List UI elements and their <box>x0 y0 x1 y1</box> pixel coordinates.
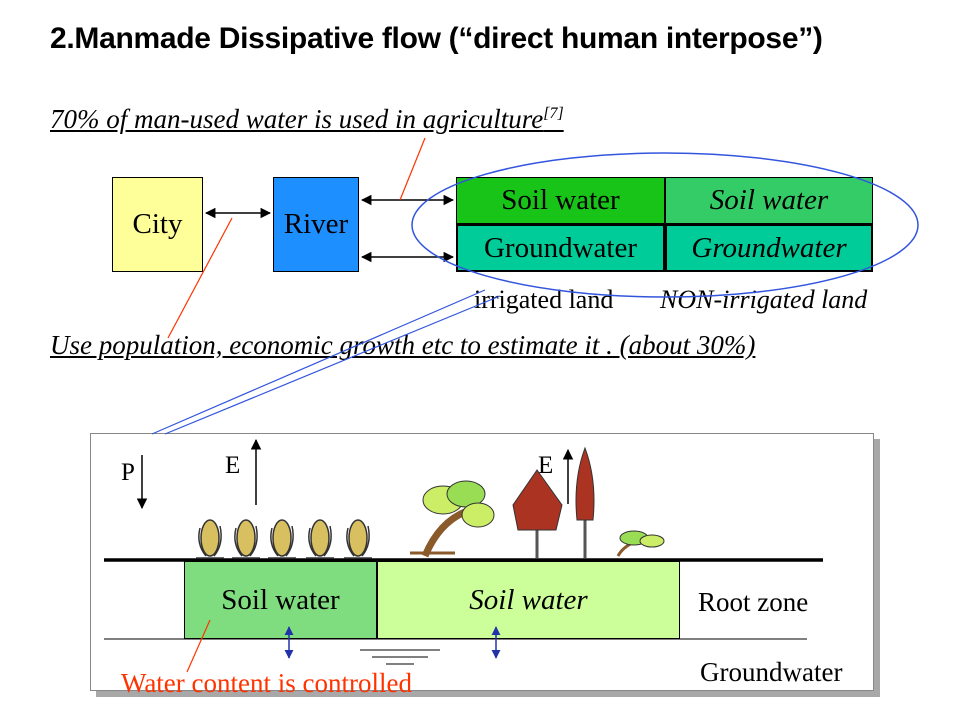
estimate-statement: Use population, economic growth etc to e… <box>50 330 756 360</box>
water-content-note: Water content is controlled <box>121 668 412 698</box>
non-irrigated-land-label: NON-irrigated land <box>660 285 868 314</box>
citation-ref: [7] <box>543 105 564 122</box>
zoom-callout-line-2 <box>164 295 501 435</box>
slide-title: 2.Manmade Dissipative flow (“direct huma… <box>50 22 823 55</box>
root-zone-label: Root zone <box>698 587 809 617</box>
city-box: City <box>112 177 203 272</box>
irrigated-zoom-ellipse <box>411 152 919 298</box>
agriculture-text: 70% of man-used water is used in agricul… <box>50 104 544 134</box>
evaporation-label-1: E <box>225 452 241 479</box>
groundwater-irrigated: Groundwater <box>456 224 665 272</box>
evaporation-label-2: E <box>538 452 554 479</box>
soil-water-irrigated: Soil water <box>456 177 665 224</box>
water-table-symbol <box>360 649 440 665</box>
bottom-soil-water-non-irrigated: Soil water <box>377 561 680 639</box>
cypress-tree <box>575 446 595 558</box>
estimate-pointer-line <box>167 217 233 339</box>
river-box: River <box>273 177 359 272</box>
agri-pointer-line <box>399 137 426 201</box>
bottom-soil-water-irrigated: Soil water <box>184 561 377 639</box>
round-tree <box>512 469 563 558</box>
precipitation-label: P <box>121 459 135 486</box>
controlled-pointer-line <box>186 619 211 673</box>
soil-water-non-irrigated: Soil water <box>665 177 873 224</box>
irrigated-land-label: irrigated land <box>474 285 614 314</box>
groundwater-label: Groundwater <box>700 657 843 687</box>
groundwater-non-irrigated: Groundwater <box>665 224 873 272</box>
zoom-callout-line-1 <box>151 289 486 435</box>
crop-plants <box>196 519 372 559</box>
sapling <box>616 530 665 557</box>
agriculture-statement: 70% of man-used water is used in agricul… <box>50 104 564 135</box>
leaning-tree <box>410 480 495 558</box>
